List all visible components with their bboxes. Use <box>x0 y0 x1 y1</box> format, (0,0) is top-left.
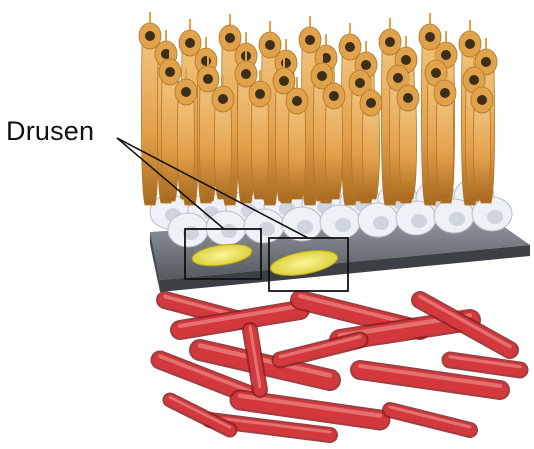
photoreceptor-nucleus <box>401 55 411 65</box>
photoreceptor-segment <box>436 101 453 199</box>
photoreceptor-segment <box>399 106 416 199</box>
vessel-segment <box>360 370 500 390</box>
photoreceptor-nucleus <box>441 50 451 60</box>
choroid-vessels <box>160 296 520 435</box>
photoreceptor-nucleus <box>145 31 155 41</box>
rpe-cell-nucleus <box>373 216 389 230</box>
photoreceptor-nucleus <box>165 67 175 77</box>
photoreceptor-nucleus <box>329 91 339 101</box>
rpe-cell-nucleus <box>449 212 465 226</box>
photoreceptor-nucleus <box>265 40 275 50</box>
photoreceptor-nucleus <box>431 68 441 78</box>
photoreceptor-nucleus <box>201 56 211 66</box>
photoreceptor-nucleus <box>425 32 435 42</box>
photoreceptor-nucleus <box>345 42 355 52</box>
photoreceptor-nucleus <box>241 69 251 79</box>
drusen-label: Drusen <box>6 116 94 147</box>
photoreceptor-nucleus <box>255 89 265 99</box>
photoreceptor-segment <box>288 109 305 199</box>
photoreceptor-nucleus <box>469 75 479 85</box>
rpe-cell-nucleus <box>221 224 237 238</box>
photoreceptor-nucleus <box>225 33 235 43</box>
photoreceptor-nucleus <box>403 93 413 103</box>
photoreceptor-nucleus <box>477 95 487 105</box>
photoreceptor-nucleus <box>203 74 213 84</box>
photoreceptor-nucleus <box>185 38 195 48</box>
photoreceptor-segment <box>473 108 490 199</box>
photoreceptor-nucleus <box>361 60 371 70</box>
photoreceptor-nucleus <box>481 57 491 67</box>
photoreceptor-nucleus <box>355 78 365 88</box>
rpe-cell-nucleus <box>411 214 427 228</box>
vessel-segment <box>240 400 380 420</box>
photoreceptor-segment <box>325 104 342 199</box>
photoreceptor-nucleus <box>279 76 289 86</box>
photoreceptor-nucleus <box>305 35 315 45</box>
rpe-cell-nucleus <box>335 218 351 232</box>
photoreceptor-nucleus <box>317 71 327 81</box>
rpe-cell-nucleus <box>487 210 503 224</box>
photoreceptor-nucleus <box>465 39 475 49</box>
rpe-cell-nucleus <box>297 220 313 234</box>
photoreceptor-segment <box>251 102 268 199</box>
photoreceptor-nucleus <box>366 98 376 108</box>
photoreceptor-nucleus <box>218 94 228 104</box>
photoreceptor-nucleus <box>385 37 395 47</box>
photoreceptor-segment <box>141 44 158 205</box>
photoreceptor-segment <box>362 111 379 199</box>
photoreceptor-nucleus <box>292 96 302 106</box>
photoreceptor-nucleus <box>393 73 403 83</box>
photoreceptor-layer <box>139 12 497 205</box>
photoreceptor-nucleus <box>181 87 191 97</box>
photoreceptor-segment <box>177 100 194 199</box>
photoreceptor-nucleus <box>281 58 291 68</box>
photoreceptor-segment <box>214 107 231 199</box>
photoreceptor-nucleus <box>440 88 450 98</box>
